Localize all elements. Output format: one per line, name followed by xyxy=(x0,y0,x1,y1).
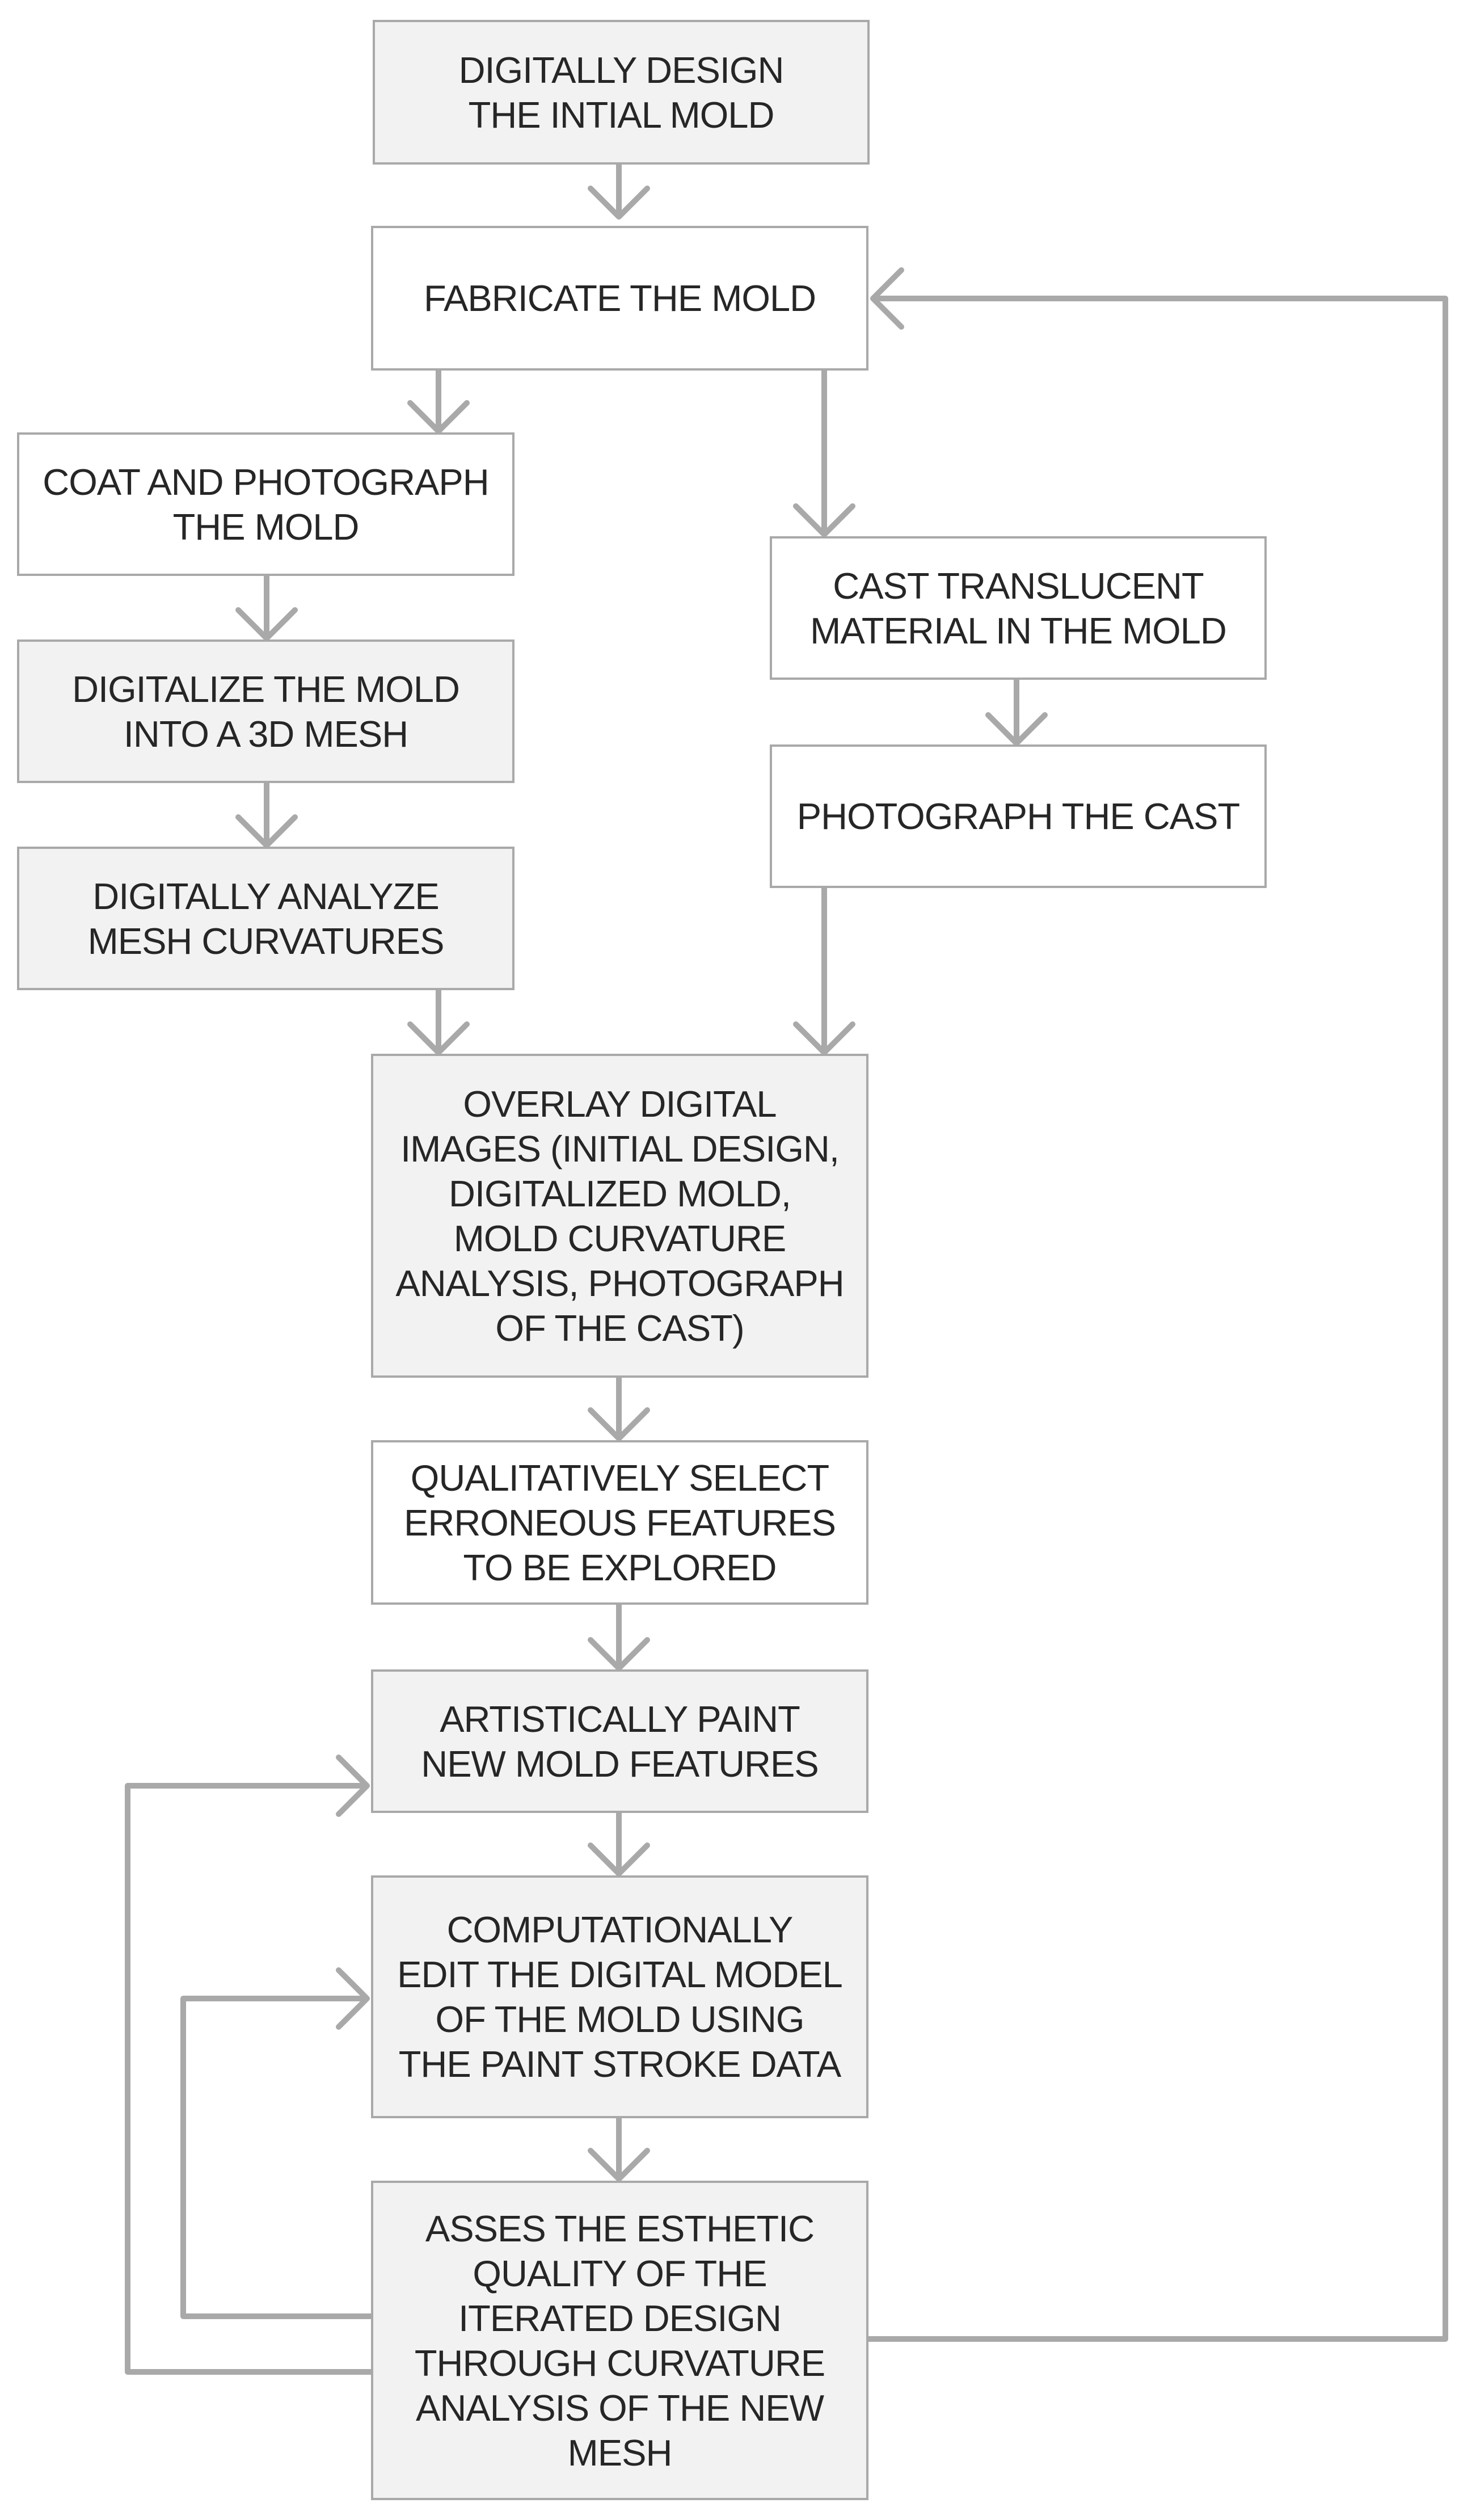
arrow-cast-to-photo-cast xyxy=(985,677,1048,746)
node-overlay-images: OVERLAY DIGITAL IMAGES (INITIAL DESIGN, … xyxy=(371,1054,868,1378)
arrow-design-to-fabricate xyxy=(588,162,650,220)
arrow-analyze-to-overlay xyxy=(407,987,470,1055)
arrow-select-to-paint xyxy=(588,1602,650,1671)
arrow-fabricate-to-cast xyxy=(793,368,855,537)
arrow-photo-cast-to-overlay xyxy=(793,885,855,1055)
loop-assess-to-edit xyxy=(180,1967,374,2319)
node-photograph-cast: PHOTOGRAPH THE CAST xyxy=(770,744,1267,888)
arrow-paint-to-edit xyxy=(588,1810,650,1877)
node-select-features: QUALITATIVELY SELECT ERRONEOUS FEATURES … xyxy=(371,1440,868,1605)
node-analyze-curvatures: DIGITALLY ANALYZE MESH CURVATURES xyxy=(17,847,515,990)
node-digitalize-mold: DIGITALIZE THE MOLD INTO A 3D MESH xyxy=(17,640,515,783)
loop-assess-to-fabricate xyxy=(866,267,1448,2342)
arrow-coat-to-digitalize xyxy=(235,573,298,641)
loop-assess-to-paint xyxy=(125,1755,374,2375)
node-assess-quality: ASSES THE ESTHETIC QUALITY OF THE ITERAT… xyxy=(371,2181,868,2500)
node-paint-features: ARTISTICALLY PAINT NEW MOLD FEATURES xyxy=(371,1669,868,1813)
arrow-fabricate-to-coat xyxy=(407,368,470,434)
arrow-edit-to-assess xyxy=(588,2115,650,2182)
node-coat-and-photograph: COAT AND PHOTOGRAPH THE MOLD xyxy=(17,432,515,576)
node-cast-translucent: CAST TRANSLUCENT MATERIAL IN THE MOLD xyxy=(770,536,1267,680)
node-fabricate-mold: FABRICATE THE MOLD xyxy=(371,226,868,371)
node-edit-digital-model: COMPUTATIONALLY EDIT THE DIGITAL MODEL O… xyxy=(371,1875,868,2118)
arrow-overlay-to-select xyxy=(588,1375,650,1441)
arrow-digitalize-to-analyze xyxy=(235,780,298,848)
node-design-initial-mold: DIGITALLY DESIGN THE INTIAL MOLD xyxy=(373,20,870,165)
